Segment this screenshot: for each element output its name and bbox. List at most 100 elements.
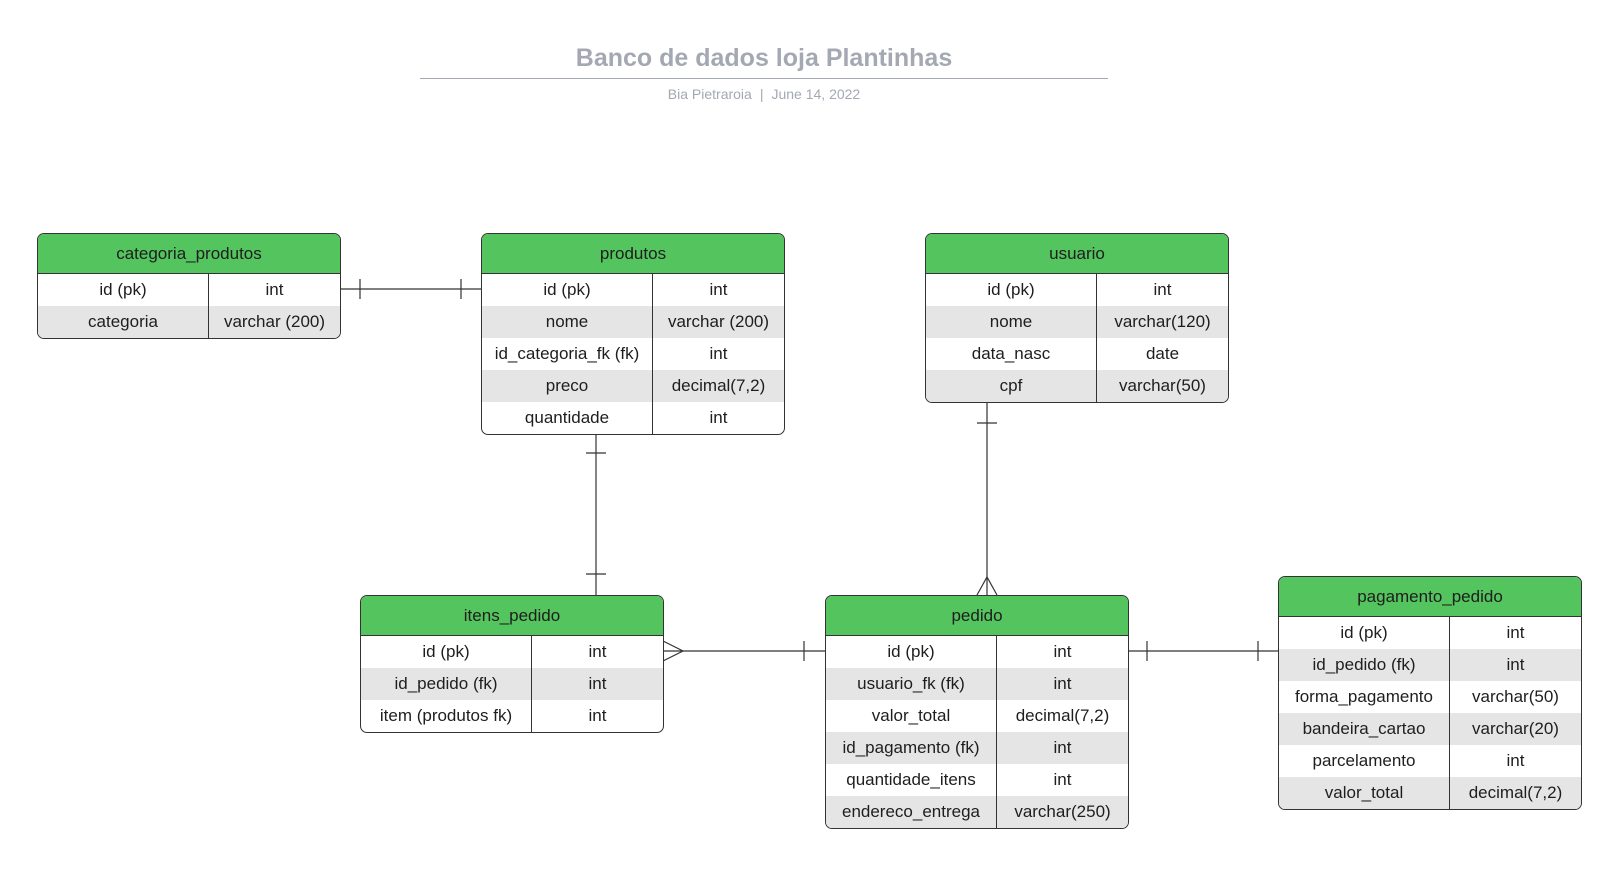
diagram-date: June 14, 2022 xyxy=(771,86,861,102)
entity-fields: id (pk) int id_pedido (fk) int item (produto… xyxy=(361,636,663,732)
entity-itens-pedido[interactable]: itens_pedido id (pk) int id_pedido (fk) int… xyxy=(360,595,664,733)
field-name: nome xyxy=(482,306,653,338)
field-row: data_nasc date xyxy=(926,338,1228,370)
many-marker xyxy=(976,575,998,596)
entity-header: usuario xyxy=(926,234,1228,274)
diagram-subtitle: Bia Pietraroia | June 14, 2022 xyxy=(420,86,1108,102)
field-type: int xyxy=(709,280,728,299)
field-type: varchar(120) xyxy=(1114,312,1211,331)
field-row: id_pagamento (fk) int xyxy=(826,732,1128,764)
field-row: categoria varchar (200) xyxy=(38,306,340,338)
field-type: varchar(20) xyxy=(1472,719,1559,738)
entity-fields: id (pk) int usuario_fk (fk) int valor_total d… xyxy=(826,636,1128,828)
field-name: valor_total xyxy=(826,700,997,732)
field-type: int xyxy=(1053,642,1072,661)
field-row: quantidade_itens int xyxy=(826,764,1128,796)
field-name: id (pk) xyxy=(38,274,209,306)
field-row: id (pk) int xyxy=(826,636,1128,668)
field-name: preco xyxy=(482,370,653,402)
field-row: preco decimal(7,2) xyxy=(482,370,784,402)
field-type: int xyxy=(1053,674,1072,693)
entity-header: categoria_produtos xyxy=(38,234,340,274)
entity-header: itens_pedido xyxy=(361,596,663,636)
diagram-title: Banco de dados loja Plantinhas xyxy=(575,44,953,72)
field-type: int xyxy=(1506,623,1525,642)
field-type: decimal(7,2) xyxy=(671,376,766,395)
field-type: decimal(7,2) xyxy=(1015,706,1110,725)
field-row: id (pk) int xyxy=(361,636,663,668)
field-row: id (pk) int xyxy=(482,274,784,306)
field-name: quantidade xyxy=(482,402,653,434)
relationship-produtos-itens-pedido[interactable] xyxy=(586,434,606,595)
field-type: date xyxy=(1145,344,1180,363)
field-row: id_categoria_fk (fk)int xyxy=(482,338,784,370)
field-type: varchar (200) xyxy=(223,312,326,331)
field-name: id (pk) xyxy=(1279,617,1450,649)
field-type: int xyxy=(1506,655,1525,674)
field-row: id_pedido (fk) int xyxy=(361,668,663,700)
field-row: nome varchar (200) xyxy=(482,306,784,338)
field-name: forma_pagamento xyxy=(1279,681,1450,713)
entity-pedido[interactable]: pedido id (pk) int usuario_fk (fk) int valor… xyxy=(825,595,1129,829)
field-type: int xyxy=(588,674,607,693)
entity-produtos[interactable]: produtos id (pk) int nome varchar (200) id_c… xyxy=(481,233,785,435)
field-type: int xyxy=(1053,738,1072,757)
entity-fields: id (pk) int nome varchar (200) id_categoria_… xyxy=(482,274,784,434)
many-marker xyxy=(662,640,685,662)
relationship-itens-pedido-pedido[interactable] xyxy=(662,640,825,662)
field-name: id_pagamento (fk) xyxy=(826,732,997,764)
relationship-categoria-produtos[interactable] xyxy=(340,279,481,299)
subtitle-separator: | xyxy=(759,86,764,102)
field-type: int xyxy=(265,280,284,299)
field-type: varchar(50) xyxy=(1472,687,1559,706)
field-row: id (pk) int xyxy=(926,274,1228,306)
field-type: varchar(250) xyxy=(1014,802,1111,821)
field-name: quantidade_itens xyxy=(826,764,997,796)
field-name: id_pedido (fk) xyxy=(361,668,532,700)
field-name: item (produtos fk) xyxy=(361,700,532,732)
field-type: int xyxy=(1053,770,1072,789)
field-name: id (pk) xyxy=(482,274,653,306)
field-row: id (pk) int xyxy=(1279,617,1581,649)
entity-categoria-produtos[interactable]: categoria_produtos id (pk) int categoria va… xyxy=(37,233,341,339)
field-row: usuario_fk (fk) int xyxy=(826,668,1128,700)
field-type: int xyxy=(1153,280,1172,299)
field-type: varchar (200) xyxy=(667,312,770,331)
field-row: id (pk) int xyxy=(38,274,340,306)
field-row: cpf varchar(50) xyxy=(926,370,1228,402)
field-name: endereco_entrega xyxy=(826,796,997,828)
field-name: parcelamento xyxy=(1279,745,1450,777)
field-type: varchar(50) xyxy=(1119,376,1206,395)
entity-header: pagamento_pedido xyxy=(1279,577,1581,617)
field-row: parcelamento int xyxy=(1279,745,1581,777)
field-name: data_nasc xyxy=(926,338,1097,370)
entity-header: produtos xyxy=(482,234,784,274)
field-type: int xyxy=(588,706,607,725)
field-name: id (pk) xyxy=(361,636,532,668)
author-name: Bia Pietraroia xyxy=(667,86,752,102)
field-row: valor_total decimal(7,2) xyxy=(1279,777,1581,809)
field-type: int xyxy=(1506,751,1525,770)
field-name: id (pk) xyxy=(926,274,1097,306)
field-type: int xyxy=(588,642,607,661)
entity-header: pedido xyxy=(826,596,1128,636)
field-name: cpf xyxy=(926,370,1097,402)
title-underline xyxy=(420,78,1108,79)
field-name: valor_total xyxy=(1279,777,1450,809)
field-name: bandeira_cartao xyxy=(1279,713,1450,745)
field-name: categoria xyxy=(38,306,209,338)
field-type: decimal(7,2) xyxy=(1468,783,1563,802)
entity-fields: id (pk) int categoria varchar (200) xyxy=(38,274,340,338)
relationship-usuario-pedido[interactable] xyxy=(976,402,998,596)
field-row: id_pedido (fk)int xyxy=(1279,649,1581,681)
relationship-pedido-pagamento[interactable] xyxy=(1127,641,1278,661)
field-name: id (pk) xyxy=(826,636,997,668)
field-row: valor_total decimal(7,2) xyxy=(826,700,1128,732)
field-name: usuario_fk (fk) xyxy=(826,668,997,700)
